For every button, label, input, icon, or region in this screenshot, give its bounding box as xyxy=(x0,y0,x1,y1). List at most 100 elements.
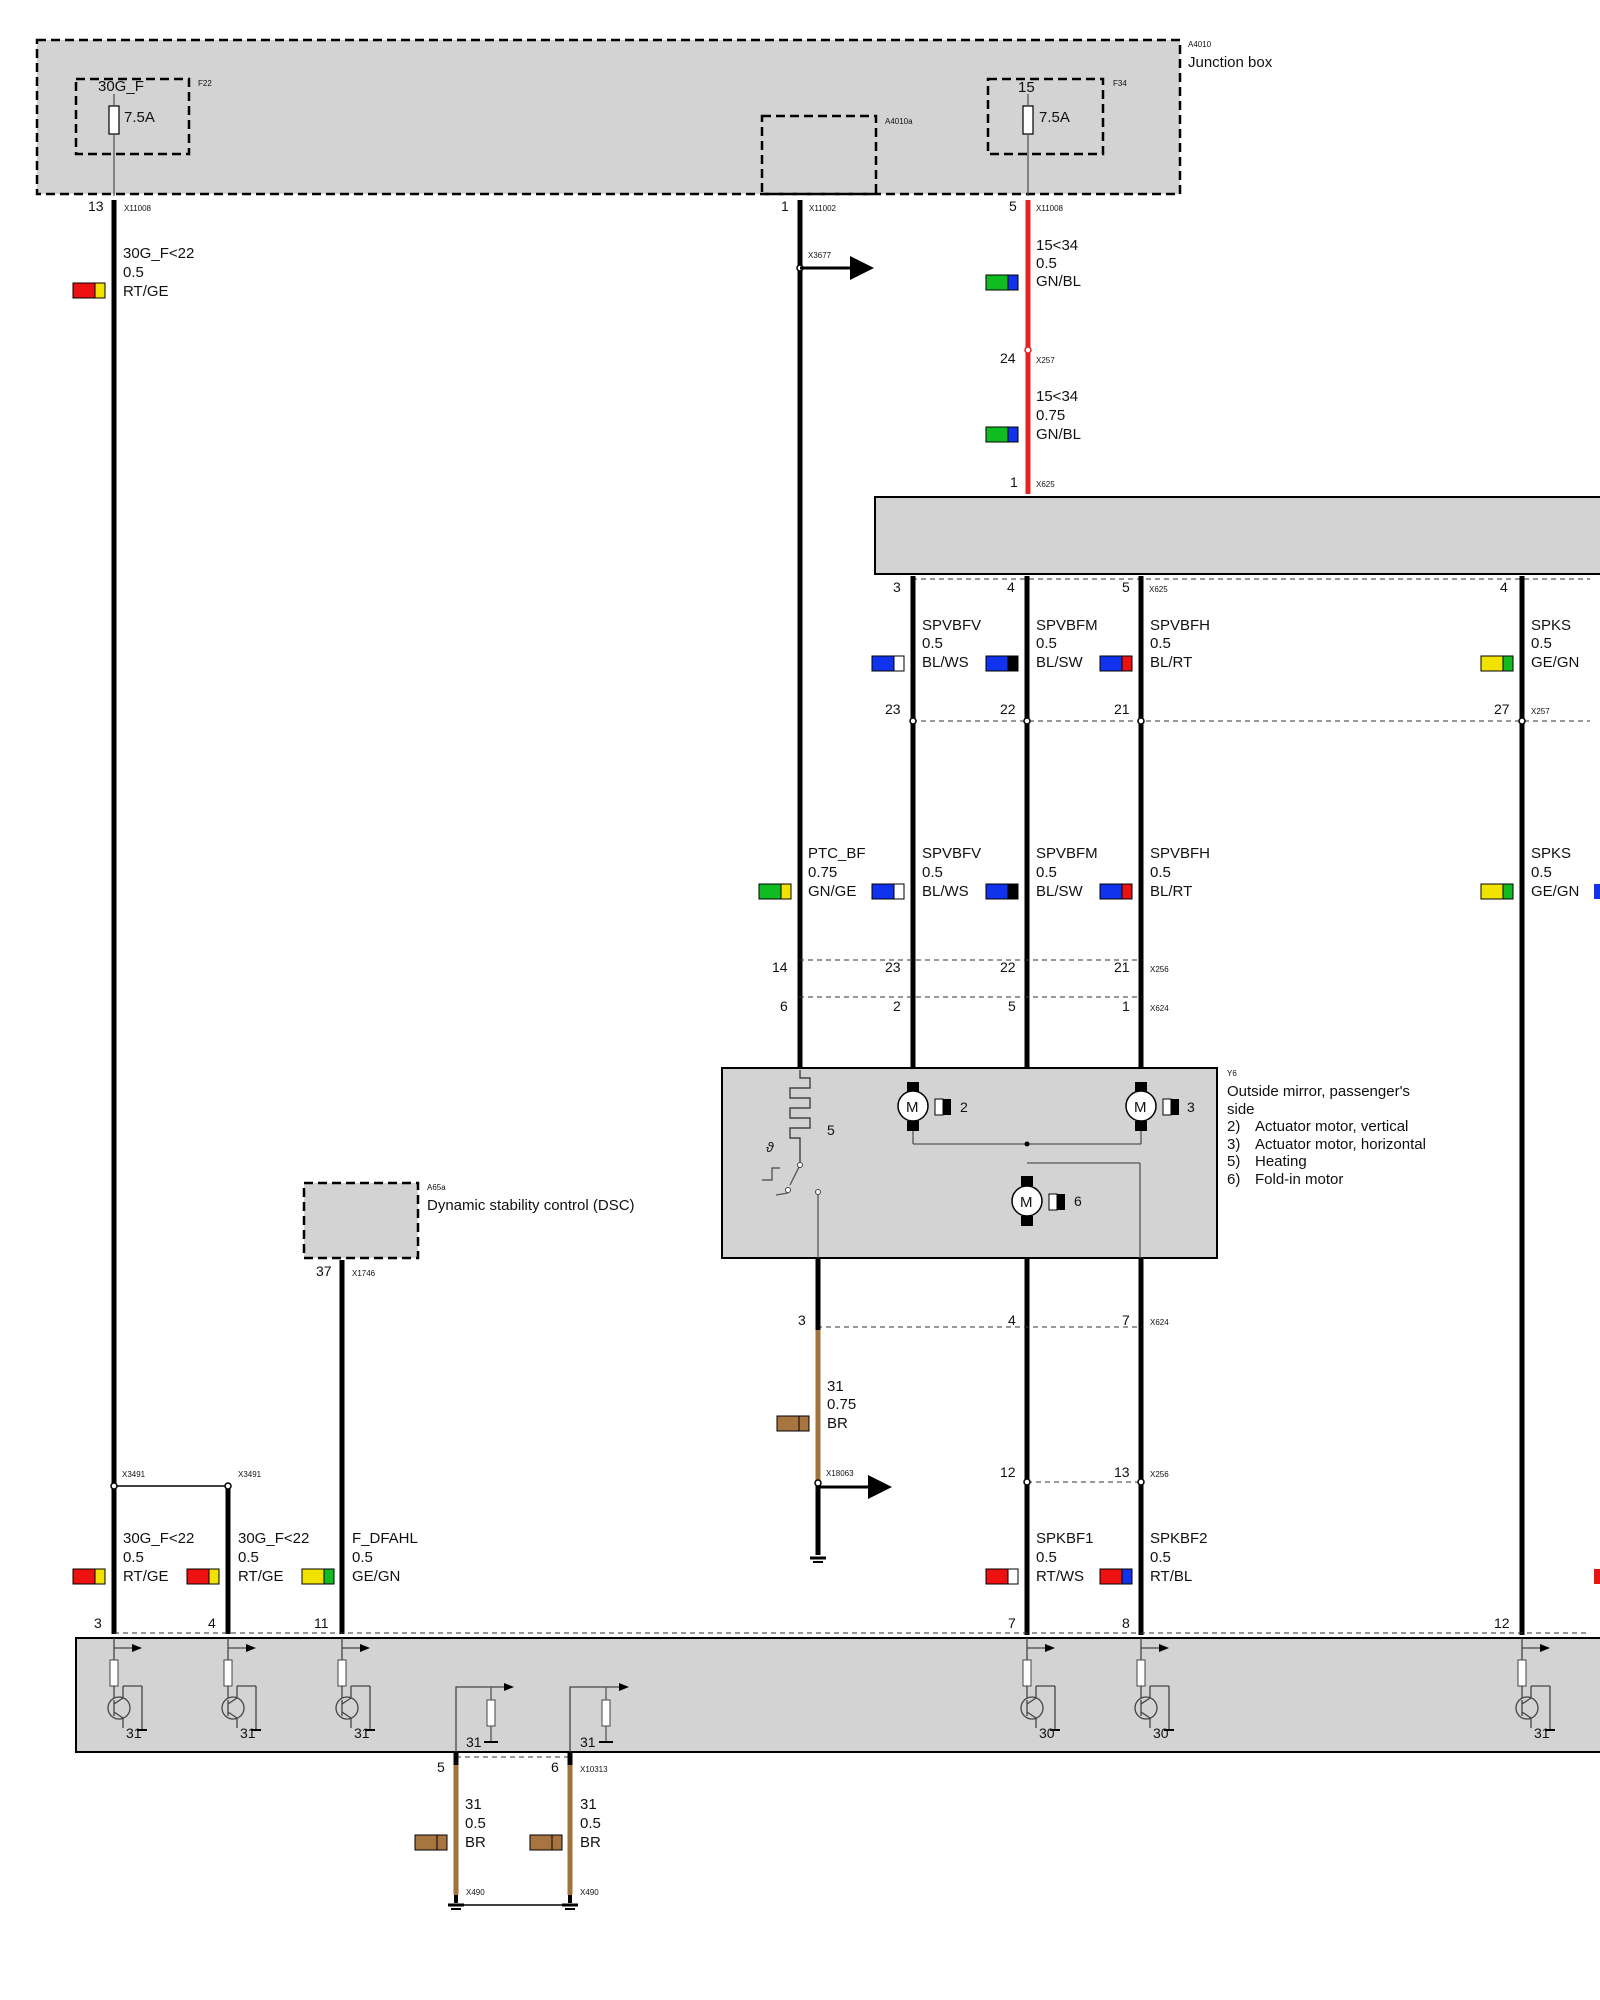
pin-label: 4 xyxy=(1008,1312,1016,1328)
svg-text:31: 31 xyxy=(466,1734,482,1750)
transistor-icon xyxy=(335,1696,359,1720)
svg-text:3): 3) xyxy=(1227,1136,1240,1153)
arrow-right-icon xyxy=(246,1644,256,1652)
connector-label: X625 xyxy=(1036,480,1055,489)
svg-text:RT/WS: RT/WS xyxy=(1036,1568,1084,1585)
fuse-f34-rating: 7.5A xyxy=(1039,109,1070,126)
wire-color-swatch xyxy=(1480,883,1514,900)
driver-stage: 31 xyxy=(1515,1638,1555,1741)
wire-label-30g-b1: 30G_F<22 0.5 RT/GE xyxy=(123,1530,194,1585)
pin-label: 12 xyxy=(1494,1615,1510,1631)
connector-label: X256 xyxy=(1150,965,1169,974)
ground-sense-stages: 31 31 xyxy=(455,1683,629,1765)
fuse-f34-terminal: 15 xyxy=(1018,79,1035,96)
junction-box-name: Junction box xyxy=(1188,54,1273,71)
wire-label-spvbfh-b: SPVBFH 0.5 BL/RT xyxy=(1150,845,1210,900)
arrow-right-icon xyxy=(1045,1644,1055,1652)
pin-label: 4 xyxy=(1007,579,1015,595)
fuse-f22-rating: 7.5A xyxy=(124,109,155,126)
wire-color-swatch xyxy=(414,1834,448,1851)
svg-text:0.5: 0.5 xyxy=(922,864,943,881)
svg-text:SPVBFM: SPVBFM xyxy=(1036,845,1098,862)
wire-color-swatch xyxy=(1099,655,1133,672)
connector-label: X257 xyxy=(1036,356,1055,365)
pin-label: 3 xyxy=(798,1312,806,1328)
svg-text:BL/SW: BL/SW xyxy=(1036,654,1084,671)
svg-text:PTC_BF: PTC_BF xyxy=(808,845,866,862)
svg-text:GE/GN: GE/GN xyxy=(1531,654,1579,671)
mirror-mark-heating: 5 xyxy=(827,1122,835,1138)
pin-label: 3 xyxy=(94,1615,102,1631)
pin-label: 13 xyxy=(88,198,104,214)
svg-text:SPKS: SPKS xyxy=(1531,617,1571,634)
svg-text:31: 31 xyxy=(827,1378,844,1395)
fuse-f22-terminal: 30G_F xyxy=(98,78,144,95)
svg-text:BR: BR xyxy=(465,1834,486,1851)
wire-label-15-34-a: 15<34 0.5 GN/BL xyxy=(1036,237,1081,290)
wire-color-swatch xyxy=(72,282,106,299)
pin-label: 37 xyxy=(316,1263,332,1279)
svg-text:GE/GN: GE/GN xyxy=(352,1568,400,1585)
svg-text:0.5: 0.5 xyxy=(1036,1549,1057,1566)
wire-color-swatch xyxy=(758,883,792,900)
pin-label: 6 xyxy=(780,998,788,1014)
svg-text:0.5: 0.5 xyxy=(465,1815,486,1832)
svg-text:BL/SW: BL/SW xyxy=(1036,883,1084,900)
svg-text:30G_F<22: 30G_F<22 xyxy=(238,1530,309,1547)
svg-text:SPKS: SPKS xyxy=(1531,845,1571,862)
svg-text:0.5: 0.5 xyxy=(1531,864,1552,881)
connector-label: X624 xyxy=(1150,1004,1169,1013)
svg-text:SPKBF2: SPKBF2 xyxy=(1150,1530,1208,1547)
wire-label-ground-6: 31 0.5 BR xyxy=(580,1796,601,1851)
svg-text:0.5: 0.5 xyxy=(1150,864,1171,881)
svg-text:0.5: 0.5 xyxy=(1036,255,1057,272)
connector-label: X256 xyxy=(1150,1470,1169,1479)
svg-text:GN/BL: GN/BL xyxy=(1036,426,1081,443)
connector-label: X3677 xyxy=(808,251,832,260)
driver-stage: 31 xyxy=(107,1638,147,1741)
wire-color-swatch xyxy=(871,883,905,900)
wire-color-swatch xyxy=(871,655,905,672)
arrow-right-icon xyxy=(360,1644,370,1652)
svg-text:31: 31 xyxy=(580,1796,597,1813)
dsc-id: A65a xyxy=(427,1183,446,1192)
svg-text:Actuator motor, horizontal: Actuator motor, horizontal xyxy=(1255,1136,1426,1153)
pin-label: 5 xyxy=(437,1759,445,1775)
svg-text:BL/WS: BL/WS xyxy=(922,654,969,671)
driver-stage: 31 xyxy=(221,1638,261,1741)
pin-label: 3 xyxy=(893,579,901,595)
connector-label: X257 xyxy=(1531,707,1550,716)
module-terminal-label: 31 xyxy=(354,1725,370,1741)
arrow-right-icon xyxy=(1159,1644,1169,1652)
wire-label-spkbf2: SPKBF2 0.5 RT/BL xyxy=(1150,1530,1208,1585)
wire-color-swatch xyxy=(985,274,1019,291)
transistor-icon xyxy=(221,1696,245,1720)
svg-text:30G_F<22: 30G_F<22 xyxy=(123,245,194,262)
swatch-clipped xyxy=(1594,1569,1600,1584)
wire-color-swatch xyxy=(72,1568,106,1585)
wire-color-swatch xyxy=(776,1415,810,1432)
svg-text:F_DFAHL: F_DFAHL xyxy=(352,1530,418,1547)
pin-label: 2 xyxy=(893,998,901,1014)
connector-label: X490 xyxy=(580,1888,599,1897)
wire-label-spks-a: SPKS 0.5 GE/GN xyxy=(1531,617,1579,671)
svg-text:2): 2) xyxy=(1227,1118,1240,1135)
svg-text:0.75: 0.75 xyxy=(1036,407,1065,424)
svg-text:15<34: 15<34 xyxy=(1036,388,1078,405)
svg-text:RT/GE: RT/GE xyxy=(123,283,169,300)
wire-label-f-dfahl: F_DFAHL 0.5 GE/GN xyxy=(352,1530,418,1585)
control-module-upper xyxy=(874,496,1600,575)
junction-box: A4010 Junction box F22 30G_F 7.5A A4010a… xyxy=(35,38,1273,196)
transistor-icon xyxy=(1020,1696,1044,1720)
driver-stage: 30 xyxy=(1134,1638,1174,1741)
fuse-f22-icon xyxy=(108,105,120,135)
svg-text:0.5: 0.5 xyxy=(1036,864,1057,881)
fuse-f22-id: F22 xyxy=(198,79,212,88)
connector-label: X10313 xyxy=(580,1765,608,1774)
pin-label: 1 xyxy=(1122,998,1130,1014)
pin-label: 13 xyxy=(1114,1464,1130,1480)
svg-text:30G_F<22: 30G_F<22 xyxy=(123,1530,194,1547)
wire-color-swatch xyxy=(985,655,1019,672)
svg-text:0.5: 0.5 xyxy=(580,1815,601,1832)
svg-text:SPVBFH: SPVBFH xyxy=(1150,845,1210,862)
